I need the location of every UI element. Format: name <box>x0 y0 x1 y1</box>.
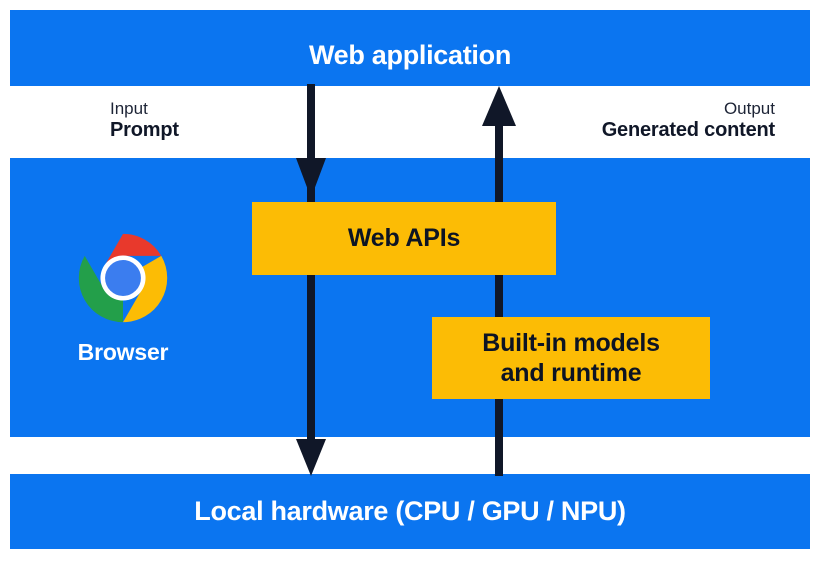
web-apis-label: Web APIs <box>347 224 461 252</box>
chrome-logo-icon <box>78 233 168 323</box>
browser-label: Browser <box>77 339 169 365</box>
builtin-models-label-line2: and runtime <box>500 359 642 387</box>
output-flow-value: Generated content <box>601 119 776 142</box>
web-apis-box: Web APIs <box>252 202 556 275</box>
output-flow-arrow-up <box>482 86 516 476</box>
band-local-hardware: Local hardware (CPU / GPU / NPU) <box>10 474 810 549</box>
band-web-application: Web application <box>10 10 810 86</box>
input-flow-arrow-down <box>296 84 326 476</box>
input-flow-value: Prompt <box>110 119 179 142</box>
builtin-models-label-line1: Built-in models <box>482 329 660 357</box>
output-flow-kind: Output <box>723 99 775 118</box>
web-application-title: Web application <box>308 40 512 70</box>
output-flow-caption: Output Generated content <box>601 99 776 143</box>
browser-block: Browser <box>63 232 183 366</box>
local-hardware-title: Local hardware (CPU / GPU / NPU) <box>194 496 626 526</box>
input-flow-caption: Input Prompt <box>110 99 179 143</box>
builtin-models-box: Built-in models and runtime <box>432 317 710 399</box>
input-flow-kind: Input <box>110 99 148 118</box>
builtin-models-label: Built-in models and runtime <box>482 328 660 388</box>
